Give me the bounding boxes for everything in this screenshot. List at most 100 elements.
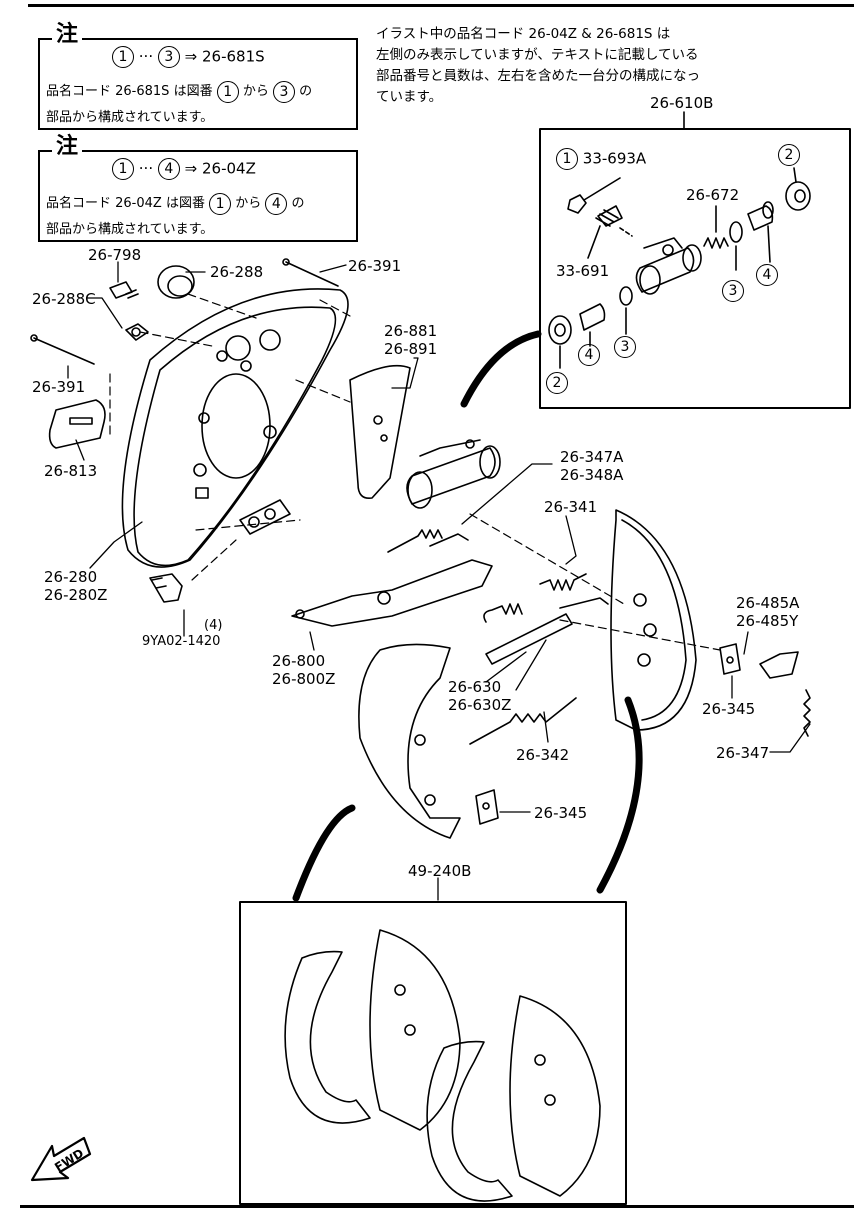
return-spring-drawing bbox=[483, 603, 523, 623]
kit-code-label: 26-610B bbox=[650, 94, 714, 112]
fwd-label: FWD bbox=[52, 1146, 86, 1175]
part-label: 33-691 bbox=[556, 262, 610, 280]
top-rule bbox=[28, 4, 854, 7]
bottom-rule bbox=[20, 1205, 854, 1208]
note-text: から bbox=[242, 84, 269, 99]
note-formula: 1 ··· 4 ⇒ 26-04Z bbox=[112, 158, 256, 180]
illustration-note: イラスト中の品名コード 26-04Z & 26-681S は 左側のみ表示してい… bbox=[376, 24, 846, 108]
part-label: 26-288 bbox=[210, 263, 264, 281]
part-label: 26-630Z bbox=[448, 696, 512, 714]
part-code: 26-681S bbox=[202, 47, 265, 66]
part-label: 26-348A bbox=[560, 466, 624, 484]
ref-number: 3 bbox=[722, 280, 744, 302]
part-label: 26-347 bbox=[716, 744, 770, 762]
part-label: 26-881 bbox=[384, 322, 438, 340]
dust-boot-drawing bbox=[548, 315, 572, 369]
part-label: 26-345 bbox=[702, 700, 756, 718]
kit-item-2-label: 2 bbox=[546, 372, 568, 394]
lower-spring-drawing bbox=[469, 697, 577, 745]
ref-number: 3 bbox=[157, 46, 180, 68]
arrow-right-icon: ⇒ bbox=[184, 159, 198, 178]
note-line: 部品から構成されています。 bbox=[46, 110, 214, 125]
note-box-1: 注 1 ··· 3 ⇒ 26-681S 品名コード 26-681S は図番 1 … bbox=[38, 22, 358, 130]
ref-number: 4 bbox=[756, 264, 778, 286]
piston-drawing bbox=[747, 201, 774, 263]
mounting-bolt-drawing bbox=[149, 573, 183, 603]
ref-number: 1 bbox=[216, 80, 239, 103]
assembly-lines bbox=[109, 293, 721, 651]
part-label: 26-280 bbox=[44, 568, 98, 586]
wheel-cylinder-drawing bbox=[635, 237, 702, 295]
brake-shoe-trailing-drawing bbox=[358, 643, 461, 839]
adjuster-clip-drawing bbox=[719, 643, 741, 675]
kit-item-3-label: 3 bbox=[614, 336, 636, 358]
kit-item-3-label: 3 bbox=[722, 280, 744, 302]
kit-item-4-label: 4 bbox=[578, 344, 600, 366]
shoe-clip-drawing bbox=[475, 789, 499, 825]
part-label: 26-800Z bbox=[272, 670, 336, 688]
adjuster-spring-drawing bbox=[387, 529, 443, 553]
parking-brake-lever-drawing bbox=[291, 533, 493, 627]
piston-drawing bbox=[579, 303, 606, 347]
part-label: 26-672 bbox=[686, 186, 740, 204]
part-label: 26-280Z bbox=[44, 586, 108, 604]
note-formula: 1 ··· 3 ⇒ 26-681S bbox=[112, 46, 265, 68]
note-text: ています。 bbox=[376, 89, 443, 105]
kit-item-4-label: 4 bbox=[756, 264, 778, 286]
adjuster-strut-drawing bbox=[485, 597, 609, 665]
upper-spring-drawing bbox=[539, 573, 587, 591]
arrow-right-icon: ⇒ bbox=[184, 47, 198, 66]
hold-down-pin-drawing bbox=[30, 334, 95, 365]
part-label: 26-391 bbox=[32, 378, 86, 396]
nut-drawing bbox=[125, 323, 149, 341]
note-box-2: 注 1 ··· 4 ⇒ 26-04Z 品名コード 26-04Z は図番 1 から… bbox=[38, 134, 358, 242]
note-text: から bbox=[235, 196, 262, 211]
note-line: 品名コード 26-04Z は図番 1 から 4 の bbox=[46, 192, 305, 215]
ref-number: 1 bbox=[556, 148, 578, 170]
ref-number: 4 bbox=[157, 158, 180, 180]
reference-arc bbox=[596, 696, 643, 894]
ref-number: 1 bbox=[112, 158, 134, 180]
ellipsis: ··· bbox=[138, 159, 154, 178]
ref-number: 1 bbox=[209, 192, 232, 215]
part-label: 26-288C bbox=[32, 290, 96, 308]
part-label: 26-342 bbox=[516, 746, 570, 764]
ref-number: 1 bbox=[112, 46, 134, 68]
note-text: 品名コード 26-04Z は図番 bbox=[46, 196, 205, 211]
hold-down-pin-drawing bbox=[282, 258, 339, 287]
part-label: 26-345 bbox=[534, 804, 588, 822]
part-code: 33-693A bbox=[582, 149, 647, 168]
strut-plate-drawing bbox=[349, 364, 411, 500]
ref-number: 3 bbox=[614, 336, 636, 358]
plug-drawing bbox=[157, 265, 195, 299]
note-title: 注 bbox=[52, 134, 83, 160]
note-text: 品名コード 26-681S は図番 bbox=[46, 84, 213, 99]
note-text: 部品番号と員数は、左右を含めた一台分の構成になっ bbox=[376, 68, 700, 84]
part-label: 26-341 bbox=[544, 498, 598, 516]
spring-drawing bbox=[703, 205, 729, 249]
ref-number: 4 bbox=[265, 192, 288, 215]
shoe-set-drawing bbox=[284, 929, 601, 1202]
shoe-kit-box bbox=[239, 901, 627, 1205]
piston-cup-drawing bbox=[619, 286, 633, 335]
reference-arc bbox=[460, 330, 542, 408]
part-label: 9YA02-1420 bbox=[142, 634, 221, 649]
bleeder-screw-drawing bbox=[567, 177, 621, 214]
note-line: 品名コード 26-681S は図番 1 から 3 の bbox=[46, 80, 312, 103]
shoe-kit-code-label: 49-240B bbox=[408, 862, 472, 880]
hold-down-spring-drawing bbox=[803, 689, 811, 737]
dust-boot-drawing bbox=[785, 167, 811, 211]
adjuster-lever-drawing bbox=[759, 651, 799, 679]
part-label: 26-347A bbox=[560, 448, 624, 466]
note-title: 注 bbox=[52, 22, 83, 48]
part-label: 26-485A bbox=[736, 594, 800, 612]
piston-cup-drawing bbox=[729, 221, 743, 271]
part-label: 26-485Y bbox=[736, 612, 799, 630]
note-text: の bbox=[299, 84, 313, 99]
ref-number: 2 bbox=[546, 372, 568, 394]
note-text: 左側のみ表示していますが、テキストに記載している bbox=[376, 47, 699, 63]
bolt-drawing bbox=[109, 281, 139, 299]
ref-number: 3 bbox=[273, 80, 296, 103]
part-label: 26-813 bbox=[44, 462, 98, 480]
